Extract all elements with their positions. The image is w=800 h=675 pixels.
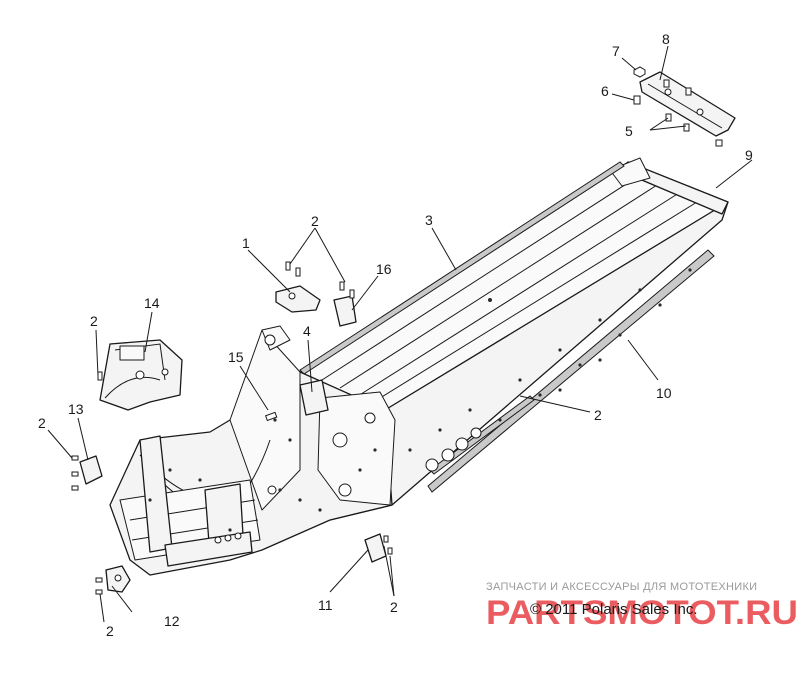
watermark-logo-text: PARTSMOTOT.RU	[486, 594, 798, 632]
callout-2: 2	[390, 599, 398, 615]
callout-16: 16	[376, 261, 392, 277]
bracket-part-4	[299, 379, 329, 416]
callout-13: 13	[68, 401, 84, 417]
cap-part-12	[95, 565, 131, 595]
plate-part-11	[364, 533, 393, 563]
watermark-tagline: ЗАПЧАСТИ И АКСЕССУАРЫ ДЛЯ МОТОТЕХНИКИ	[486, 581, 758, 593]
callout-1: 1	[242, 235, 250, 251]
callout-9: 9	[745, 147, 753, 163]
callout-6: 6	[601, 83, 609, 99]
callout-3: 3	[425, 212, 433, 228]
callout-7: 7	[612, 43, 620, 59]
callout-2: 2	[311, 213, 319, 229]
bracket-part-1	[275, 285, 321, 313]
callout-14: 14	[144, 295, 160, 311]
leader-lines	[47, 45, 753, 623]
pin-part-15	[264, 411, 278, 422]
callout-11: 11	[318, 597, 333, 613]
fasteners-part-5-6-7	[633, 66, 723, 147]
rear-bumper-bracket-part-8	[639, 71, 736, 137]
callout-2: 2	[594, 407, 602, 423]
bulkhead-assembly	[109, 325, 396, 576]
bracket-part-14	[97, 339, 183, 411]
callout-2: 2	[38, 415, 46, 431]
tunnel-assembly	[299, 157, 729, 521]
callout-2: 2	[106, 623, 114, 639]
callout-5: 5	[625, 123, 633, 139]
copyright-notice: © 2011 Polaris Sales Inc.	[530, 601, 698, 618]
tunnel-holes	[408, 268, 692, 472]
callout-12: 12	[164, 613, 180, 629]
bracket-part-16	[333, 295, 357, 327]
callout-10: 10	[656, 385, 672, 401]
bracket-part-13	[71, 455, 103, 491]
watermark-logo: PARTSMOTOT.RU	[486, 594, 798, 632]
callout-2: 2	[90, 313, 98, 329]
rivets-part-2-top	[285, 261, 355, 299]
callout-labels: 1 2 2 2 2 2 2 3 4 5 6 7 8 9 10 11 12 13 …	[38, 31, 753, 639]
callout-4: 4	[303, 323, 311, 339]
callout-8: 8	[662, 31, 670, 47]
callout-15: 15	[228, 349, 244, 365]
